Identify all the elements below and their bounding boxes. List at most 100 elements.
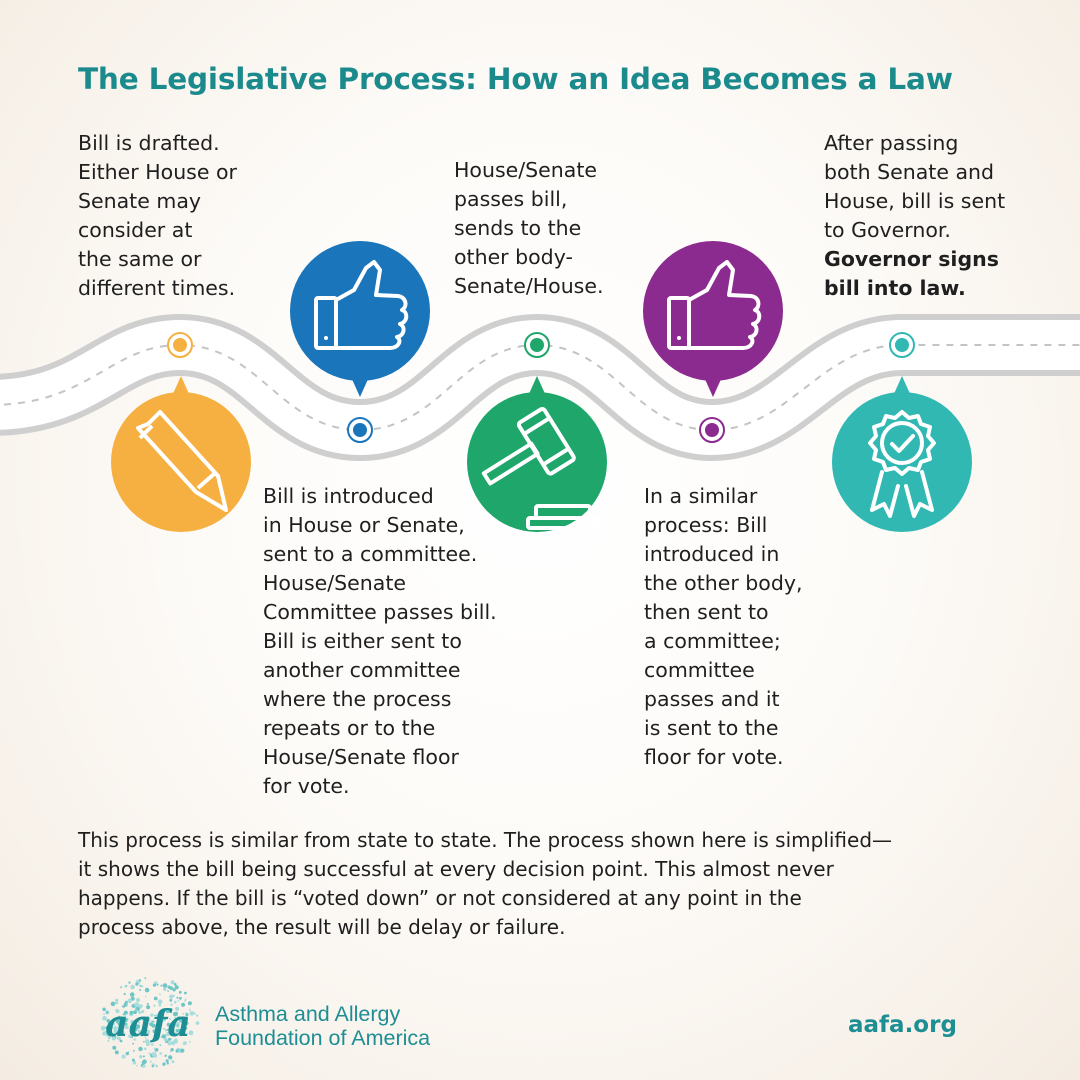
step-1-line: Either House or [78,160,237,184]
logo-dot [182,1041,187,1046]
logo-dot [174,1016,177,1019]
logo-dot [164,1054,167,1058]
logo-dot [128,1034,132,1038]
step-2-line: Bill is either sent to [263,629,462,653]
step-2-line: House/Senate [263,571,406,595]
logo-dot [131,1058,135,1062]
logo-dot [133,1038,136,1041]
logo-dot [173,1038,178,1043]
logo-dot [161,1009,164,1012]
logo-dot [165,1008,171,1014]
logo-dot [144,1047,147,1050]
step-3-text: House/Senate passes bill, sends to the o… [454,156,604,301]
step-2-bubble [290,241,430,397]
logo-dot [178,990,182,994]
process-note: This process is similar from state to st… [78,826,1018,942]
note-line: This process is similar from state to st… [78,828,893,852]
logo-dot [156,1013,160,1018]
logo-dot [132,1042,135,1045]
aafa-logo-mark: aafa [105,1003,190,1045]
logo-dot [153,996,158,1001]
logo-dot [142,1055,145,1058]
logo-dot [117,1018,122,1023]
logo-dot [188,1030,194,1036]
logo-dot [169,1017,171,1020]
logo-dot [143,1041,145,1043]
logo-dot [136,1065,138,1067]
logo-dot [179,996,182,1000]
organization-name-line: Foundation of America [215,1026,431,1050]
marker-step-1 [167,332,193,358]
logo-dot [132,1061,137,1065]
logo-dot [144,1036,147,1039]
step-2-text: Bill is introduced in House or Senate, s… [263,482,497,801]
logo-dot [169,1030,172,1033]
logo-dot [123,1018,128,1023]
logo-dot [133,1021,137,1025]
logo-dot [184,999,187,1002]
logo-dot [193,1012,196,1015]
logo-dot [113,1023,116,1026]
logo-dot [146,1005,151,1010]
logo-dot [118,1015,121,1018]
note-line: happens. If the bill is “voted down” or … [78,886,802,910]
logo-dot [187,1001,192,1006]
logo-dot [133,1049,135,1052]
logo-dot [144,1021,147,1024]
road-center-line [0,343,1080,432]
step-2-line: for vote. [263,774,350,798]
logo-dot [166,1028,169,1031]
logo-dot [124,1022,128,1026]
step-1-line: Bill is drafted. [78,131,220,155]
logo-dot [123,992,126,996]
logo-dot [119,1039,123,1043]
logo-dot [162,1062,166,1066]
logo-dot [142,1064,146,1068]
step-4-text: In a similar process: Bill introduced in… [644,482,803,772]
logo-dot [143,1022,148,1027]
logo-dot [145,1025,148,1029]
logo-dot [114,1050,119,1055]
logo-dot [117,1022,121,1026]
logo-dot [151,1051,157,1057]
logo-dot [134,1027,138,1032]
logo-dot [151,1065,154,1068]
step-4-line: the other body, [644,571,803,595]
logo-dot [171,1028,175,1032]
logo-dot [141,1018,145,1021]
logo-dot [135,982,139,986]
logo-dot [129,1010,134,1015]
logo-dot [177,999,180,1002]
logo-dot [144,995,147,998]
logo-dot [109,1032,112,1036]
website-link[interactable]: aafa.org [848,1012,957,1038]
logo-dot [152,983,156,987]
logo-dot [170,1003,173,1006]
step-5-line: both Senate and [824,160,995,184]
logo-dot [125,1051,129,1056]
logo-dot [189,1011,195,1016]
logo-dot [165,1059,169,1063]
step-5-bold-line: Governor signs [824,247,999,271]
logo-dot [173,1000,177,1004]
thumbs-up-icon [667,260,762,350]
step-4-line: introduced in [644,542,780,566]
logo-dot [128,981,131,984]
logo-dot [169,994,174,999]
gavel-icon [481,407,600,530]
logo-dot [115,1001,119,1005]
logo-dot [174,985,179,990]
logo-dot [107,1036,111,1040]
logo-dot [137,1029,142,1033]
logo-dot [175,1049,179,1053]
logo-dot [161,1034,166,1039]
step-4-line: then sent to [644,600,769,624]
logo-dot [137,1026,140,1028]
logo-dot [112,1045,117,1050]
step-5-text: After passing both Senate and House, bil… [824,129,1005,303]
logo-dot [115,1009,120,1014]
logo-dot [166,1062,169,1065]
organization-name: Asthma and Allergy Foundation of America [215,1002,430,1050]
logo-dot [163,987,167,991]
